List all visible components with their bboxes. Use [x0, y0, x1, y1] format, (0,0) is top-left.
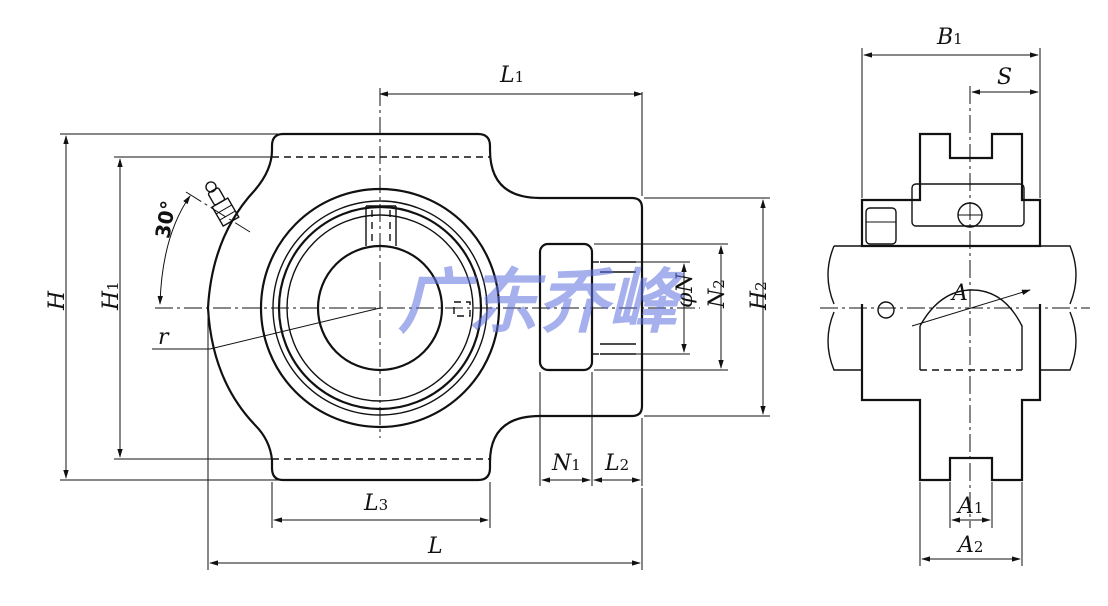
shaft [827, 245, 1077, 371]
label-A: A [950, 281, 968, 306]
label-L1: L1 [499, 63, 524, 88]
side-nipple [865, 207, 897, 245]
side-hole [877, 301, 895, 319]
grease-nipple [205, 181, 240, 228]
front-view [155, 88, 700, 482]
label-A1: A1 [956, 494, 983, 519]
set-screw-slot [365, 205, 397, 246]
front-dimensions [60, 91, 770, 570]
slot-detail [600, 261, 636, 355]
label-L2: L2 [604, 451, 629, 476]
label-S: S [997, 65, 1012, 90]
label-L3: L3 [363, 491, 388, 516]
label-N2: N2 [705, 279, 730, 309]
label-H1: H1 [99, 281, 124, 311]
seal [911, 183, 1025, 227]
label-H: H [45, 290, 70, 311]
label-B1: B1 [936, 25, 963, 50]
label-N: φN [673, 273, 698, 308]
label-L: L [427, 534, 443, 559]
side-dimensions [861, 48, 1041, 566]
nipple-axis [185, 191, 251, 233]
label-N1: N1 [551, 451, 581, 476]
side-housing-lower [860, 304, 1042, 482]
side-bore [919, 289, 1023, 370]
label-H2: H2 [747, 281, 772, 311]
label-A2: A2 [956, 533, 983, 558]
side-housing [860, 132, 1042, 248]
label-angle: 30° [150, 199, 180, 240]
side-view [820, 86, 1090, 528]
slot-block [538, 242, 594, 372]
watermark: 广东乔峰 [398, 261, 686, 343]
housing-outline [206, 132, 644, 482]
hidden-key [453, 301, 471, 317]
label-r: r [158, 325, 170, 350]
